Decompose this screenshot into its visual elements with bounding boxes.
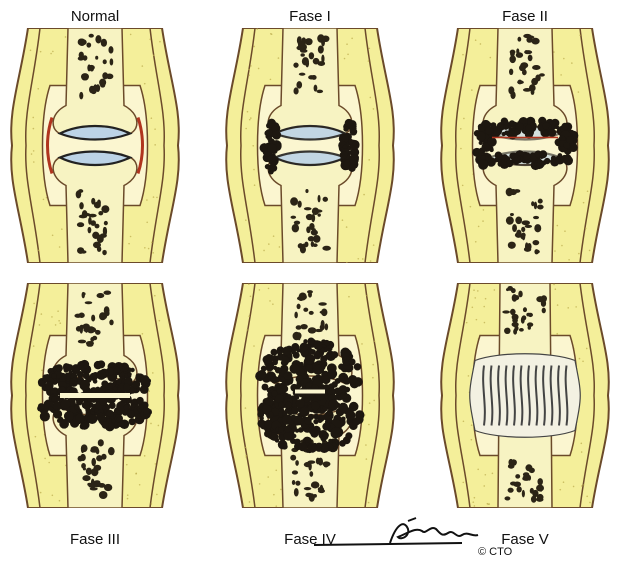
artist-signature	[312, 515, 512, 549]
joint-illustration-fase-4	[225, 283, 395, 508]
panel-label: Fase II	[430, 8, 620, 25]
panel-normal: Normal	[0, 10, 190, 270]
panel-fase-4: Fase IV	[215, 285, 405, 545]
joint-illustration-fase-2	[440, 28, 610, 263]
joint-illustration-normal	[10, 28, 180, 263]
joint-illustration-fase-1	[225, 28, 395, 263]
panel-label: Fase I	[215, 8, 405, 25]
panel-fase-2: Fase II	[430, 10, 620, 270]
joint-illustration-fase-5	[440, 283, 610, 508]
panel-fase-1: Fase I	[215, 10, 405, 270]
panel-fase-3: Fase III	[0, 285, 190, 545]
joint-illustration-fase-3	[10, 283, 180, 508]
panel-fase-5: Fase V	[430, 285, 620, 545]
panel-label: Fase III	[0, 531, 190, 548]
panel-label: Normal	[0, 8, 190, 25]
copyright-text: © CTO	[478, 546, 512, 558]
fibrous-ankylosis	[470, 354, 581, 438]
